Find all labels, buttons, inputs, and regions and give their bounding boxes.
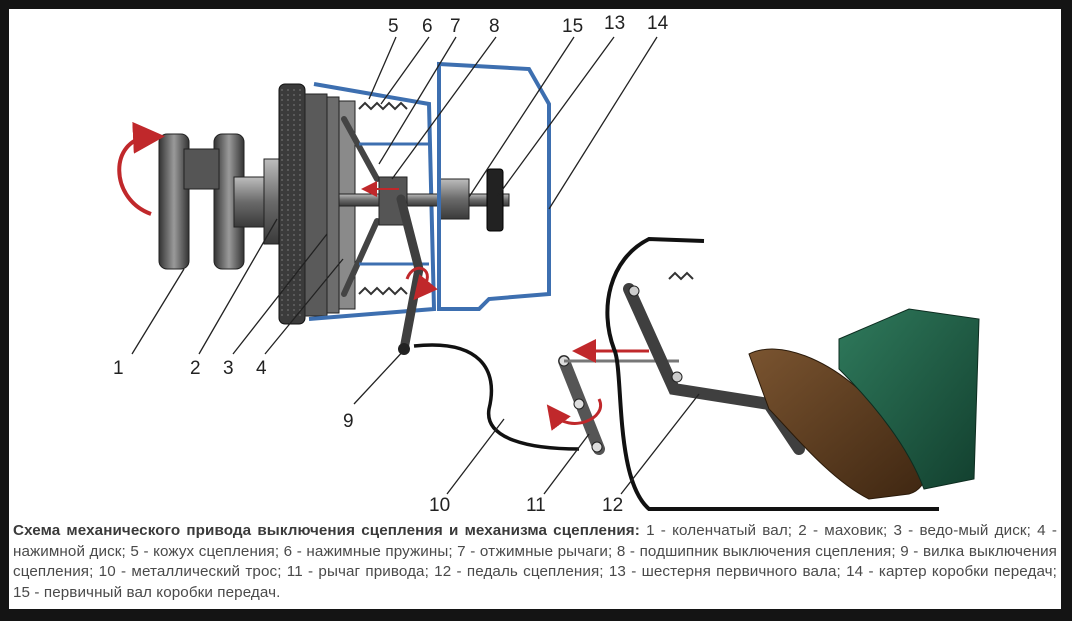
- callout-15: 15: [562, 16, 583, 37]
- clutch-diagram: ИАТР.: [113, 13, 980, 516]
- callout-1: 1: [113, 358, 124, 379]
- callout-13: 13: [604, 13, 625, 34]
- fork-rotation-arrow-icon: [405, 266, 438, 301]
- callout-7: 7: [450, 16, 461, 37]
- callout-8: 8: [489, 16, 500, 37]
- input-shaft-gear: [486, 168, 504, 232]
- trouser-leg: [838, 308, 980, 490]
- caption-legend: 1 - коленчатый вал; 2 - маховик; 3 - вед…: [13, 522, 1057, 601]
- input-shaft: [338, 193, 510, 207]
- release-lever-top: [341, 116, 380, 182]
- callout-3: 3: [223, 358, 234, 379]
- callout-4: 4: [256, 358, 267, 379]
- lever-rotation-arrow-icon: [546, 398, 603, 431]
- pressure-spring-top: [358, 101, 408, 111]
- rotation-arrow-icon: [117, 121, 165, 216]
- release-lever-bottom: [341, 218, 380, 297]
- callout-2: 2: [190, 358, 201, 379]
- clutch-pedal: [623, 283, 805, 455]
- metal-cable: [413, 343, 580, 451]
- figure-frame: ИАТР.: [9, 9, 1061, 609]
- figure-caption: Схема механического привода выключения с…: [13, 521, 1057, 603]
- pedal-bracket: [605, 236, 939, 511]
- callout-14: 14: [647, 13, 669, 34]
- driven-disk: [326, 96, 340, 314]
- crankshaft: [158, 133, 295, 270]
- callout-12: 12: [602, 495, 623, 516]
- callout-5: 5: [388, 16, 399, 37]
- gearbox-housing: [437, 61, 551, 311]
- callout-6: 6: [422, 16, 433, 37]
- callout-9: 9: [343, 411, 354, 432]
- callout-10: 10: [429, 495, 450, 516]
- callout-11: 11: [526, 495, 546, 516]
- pressure-spring-bottom: [358, 286, 408, 296]
- caption-title: Схема механического привода выключения с…: [13, 522, 640, 539]
